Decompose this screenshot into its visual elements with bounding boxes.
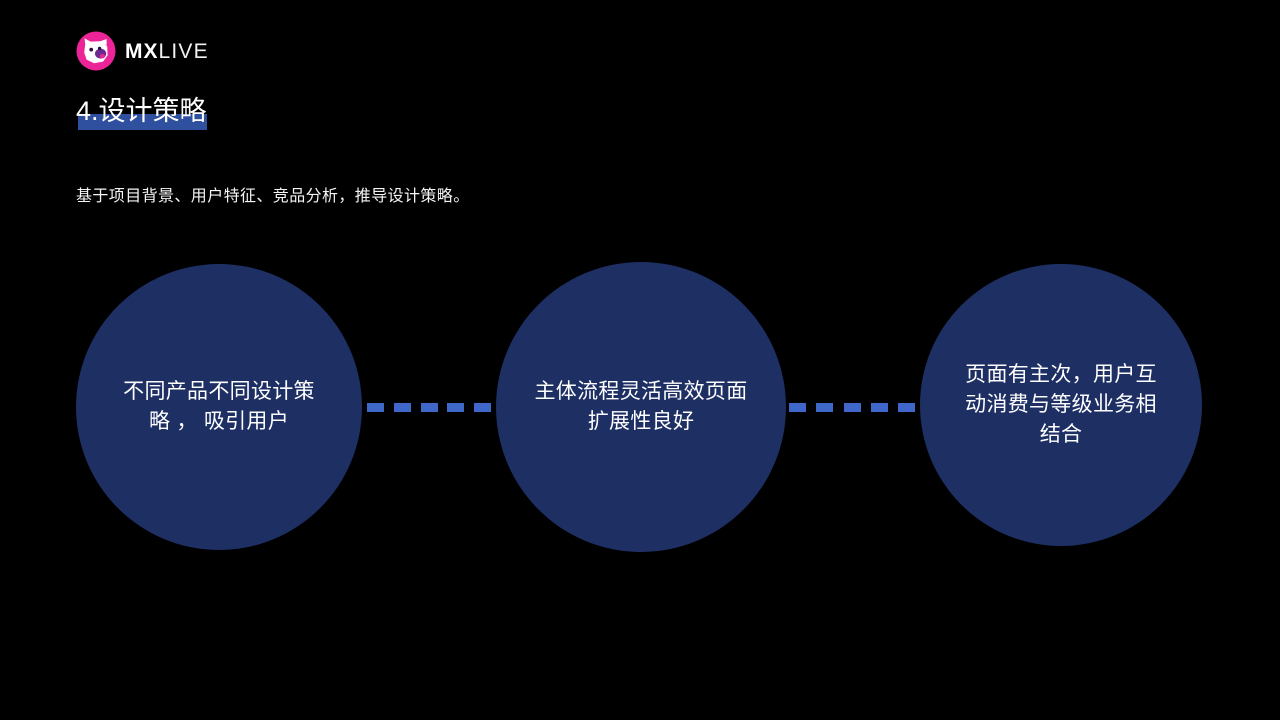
- connector-dash: [816, 402, 834, 412]
- brand-wordmark-live: LIVE: [158, 39, 209, 63]
- connector-dash: [420, 402, 438, 412]
- connector-dash: [367, 402, 384, 412]
- title-highlight-bar: [78, 114, 207, 130]
- diagram-node-2-label: 主体流程灵活高效页面扩展性良好: [534, 380, 748, 433]
- brand-wordmark-mx: MX: [125, 39, 159, 63]
- diagram-node-1: 不同产品不同设计策略 ， 吸引用户: [76, 264, 362, 550]
- connector-dash: [789, 402, 806, 412]
- connector-dash: [474, 402, 491, 412]
- connector-dash: [898, 402, 915, 412]
- diagram-connector-1: [367, 401, 491, 413]
- diagram-connector-2: [789, 401, 915, 413]
- diagram-node-3-label: 页面有主次，用户互动消费与等级业务相结合: [965, 363, 1157, 446]
- connector-dash: [843, 402, 861, 412]
- connector-dash: [393, 402, 411, 412]
- connector-dash: [447, 402, 465, 412]
- connector-dash: [870, 402, 888, 412]
- diagram-node-2: 主体流程灵活高效页面扩展性良好: [496, 262, 786, 552]
- diagram-node-3: 页面有主次，用户互动消费与等级业务相结合: [920, 264, 1202, 546]
- lead-paragraph: 基于项目背景、用户特征、竞品分析，推导设计策略。: [76, 188, 470, 205]
- page-title: 4.设计策略: [76, 92, 207, 130]
- mxlive-cat-logo-icon: [76, 31, 116, 71]
- diagram-node-1-label: 不同产品不同设计策略 ， 吸引用户: [123, 380, 315, 433]
- title-text: 4.设计策略: [76, 96, 207, 126]
